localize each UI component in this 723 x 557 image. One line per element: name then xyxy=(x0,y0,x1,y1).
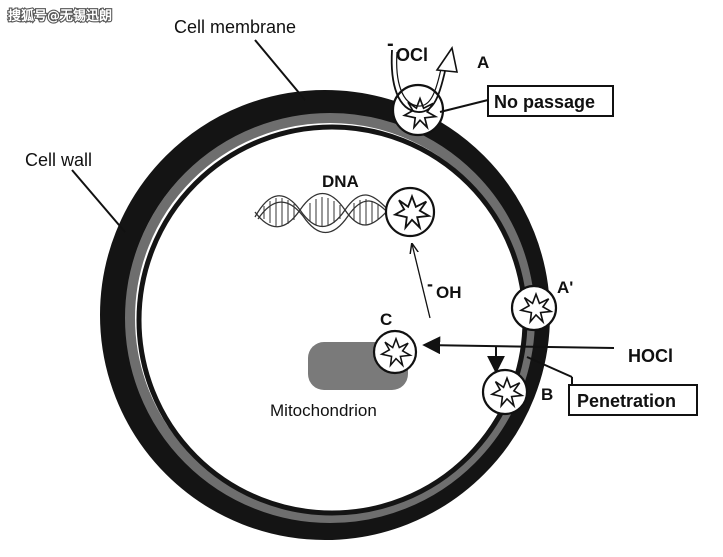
no-passage-label: No passage xyxy=(494,92,595,112)
mitochondrion-damage-site xyxy=(372,329,418,375)
dna-label: DNA xyxy=(322,172,359,191)
oh-minus-sign: - xyxy=(427,274,433,294)
penetration-label: Penetration xyxy=(577,391,676,411)
no-passage-leader xyxy=(439,99,489,113)
marker-c: C xyxy=(380,310,392,329)
cell-membrane-label: Cell membrane xyxy=(174,17,296,37)
wall-damage-site-b xyxy=(481,368,529,416)
ocl-deflected-path xyxy=(390,49,448,113)
marker-b: B xyxy=(541,385,553,404)
cell-wall-leader xyxy=(71,169,126,233)
dna-damage-site xyxy=(384,186,436,238)
cell-membrane-leader xyxy=(254,39,306,101)
ocl-deflected-path-inner xyxy=(396,51,443,107)
watermark-text: 搜狐号@无锡迅朗 xyxy=(8,8,112,24)
hocl-label: HOCl xyxy=(628,346,673,366)
ocl-return-arrowhead xyxy=(435,45,459,73)
oh-arrow xyxy=(412,244,431,319)
penetration-leader xyxy=(526,356,573,378)
no-passage-box xyxy=(487,85,614,117)
hocl-arrow xyxy=(422,336,615,355)
ocl-label: OCl xyxy=(396,45,428,65)
marker-a-prime: A' xyxy=(557,278,573,297)
penetration-box xyxy=(568,384,698,416)
dna-helix xyxy=(254,193,392,233)
wall-damage-site-a-prime xyxy=(510,284,558,332)
cell-wall-label: Cell wall xyxy=(25,150,92,170)
mitochondrion-label: Mitochondrion xyxy=(270,401,377,420)
wall-damage-site-a xyxy=(391,83,445,137)
marker-a: A xyxy=(477,53,489,72)
oh-label: OH xyxy=(436,283,462,302)
ocl-minus-sign: - xyxy=(387,33,394,55)
